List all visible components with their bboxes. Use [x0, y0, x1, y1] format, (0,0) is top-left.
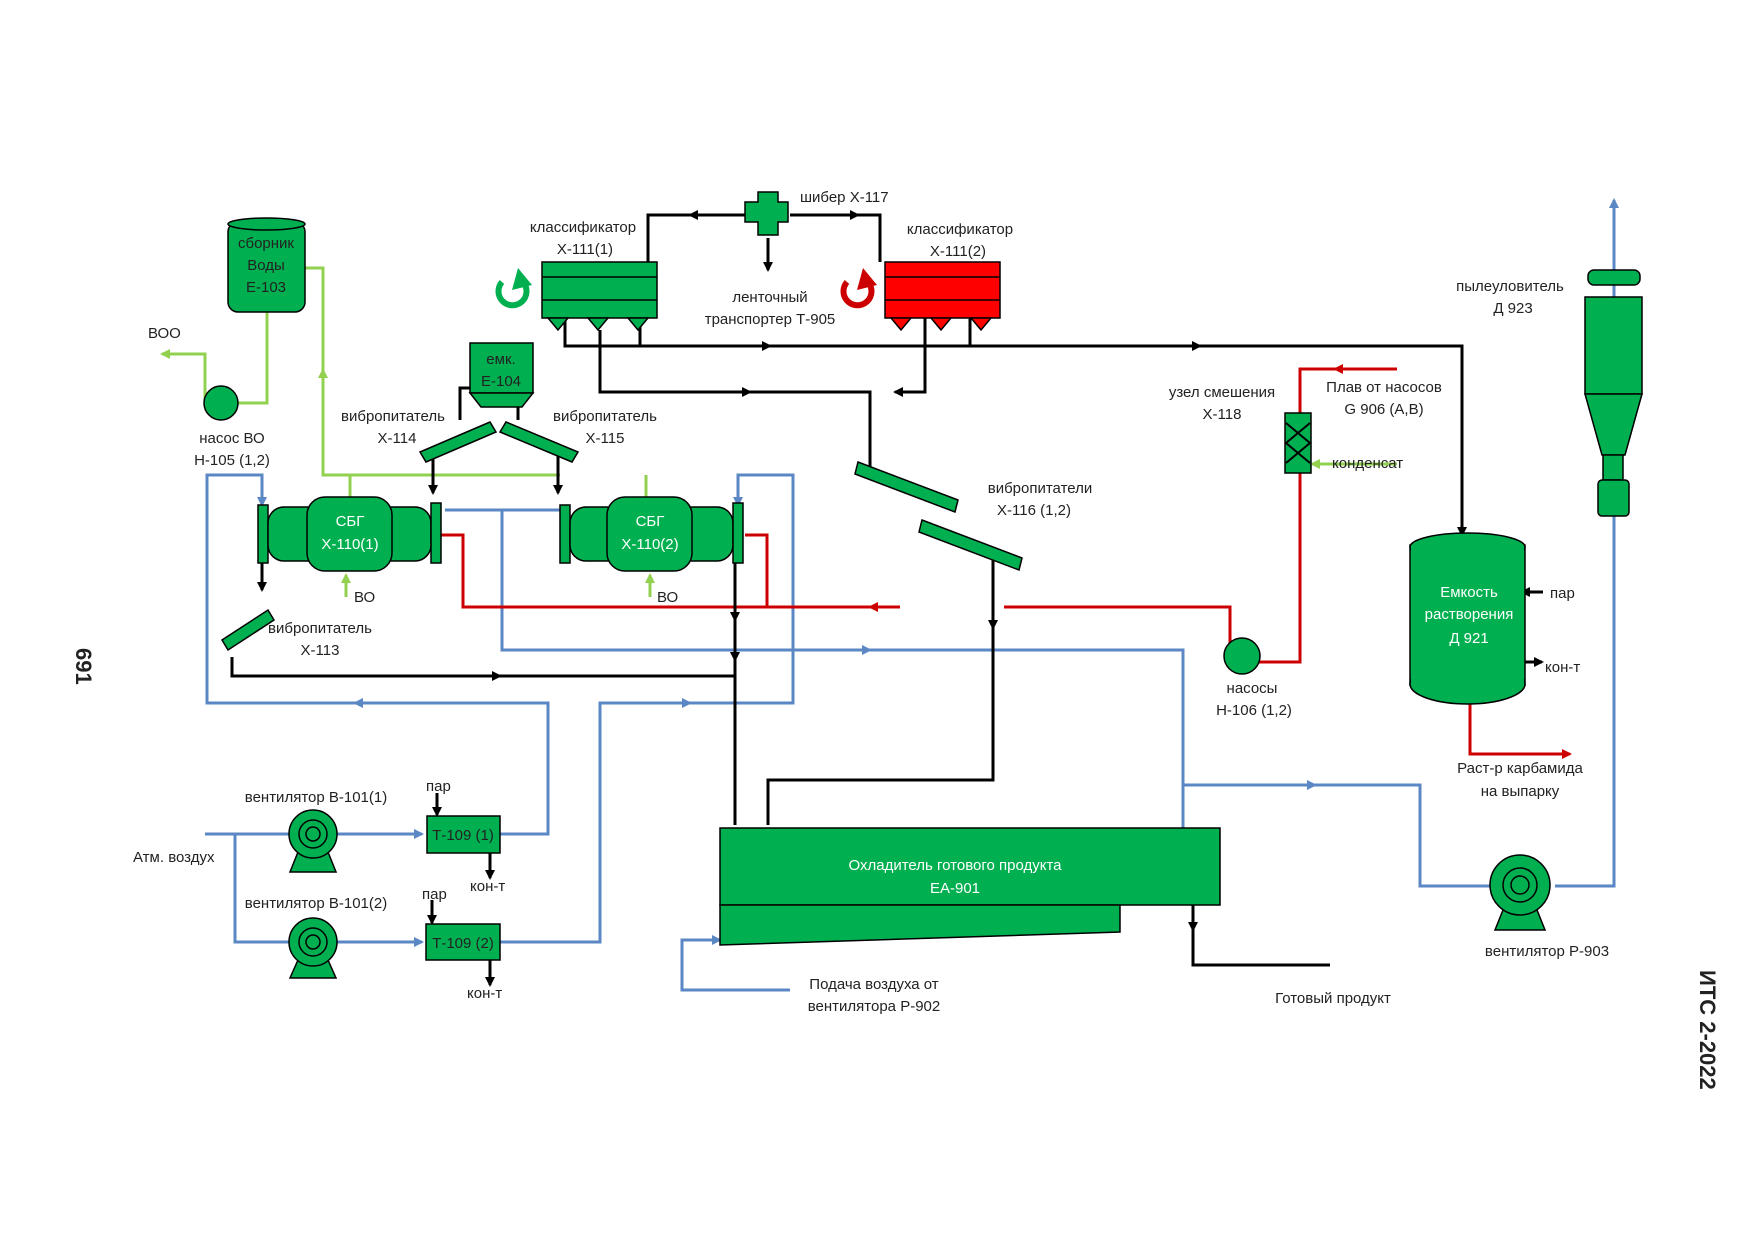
heater-2-steam: пар	[422, 886, 447, 903]
rotation-arrow-icon	[512, 268, 532, 290]
svg-text:Емкость: Емкость	[1440, 584, 1498, 601]
mixing-node-tag: Х-118	[1203, 406, 1242, 423]
svg-text:емк.: емк.	[486, 351, 515, 368]
svg-text:Т-109 (1): Т-109 (1)	[432, 827, 494, 844]
feeder-x114-tag: Х-114	[378, 430, 417, 447]
d921-steam: пар	[1550, 585, 1575, 602]
pumps-h106-tag: Н-106 (1,2)	[1216, 702, 1292, 719]
fan-b101-1	[288, 809, 338, 873]
pumps-h106-name: насосы	[1227, 680, 1278, 697]
conveyor-name: ленточный	[732, 289, 807, 306]
svg-text:СБГ: СБГ	[636, 513, 665, 530]
pump-h105-tag: Н-105 (1,2)	[194, 452, 270, 469]
collector-e103-tag: Е-103	[246, 279, 286, 296]
feeder-x114	[418, 421, 498, 463]
air-from-fan-tag: вентилятора Р-902	[808, 998, 940, 1015]
melt-from-pumps: Плав от насосов	[1326, 379, 1442, 396]
gate-x117	[744, 191, 789, 236]
svg-text:Х-110(1): Х-110(1)	[321, 536, 378, 553]
label-voo: ВОО	[148, 325, 181, 342]
pump-h105	[203, 385, 239, 421]
classifier-x111-2	[884, 261, 1001, 332]
feeder-x113	[220, 608, 276, 652]
feeder-x113-tag: Х-113	[301, 642, 340, 659]
page-number: 691	[71, 648, 96, 685]
dust-collector-tag: Д 923	[1493, 300, 1532, 317]
classifier-1-name: классификатор	[530, 219, 636, 236]
d921-condensate: кон-т	[1545, 659, 1580, 676]
feeder-x115-tag: Х-115	[586, 430, 625, 447]
rotation-icon	[495, 280, 530, 309]
feeder-x113-name: вибропитатель	[268, 620, 372, 637]
feeder-x114-name: вибропитатель	[341, 408, 445, 425]
heater-1-steam: пар	[426, 778, 451, 795]
rotation-arrow-icon	[857, 268, 877, 290]
conveyor-tag: транспортер Т-905	[705, 311, 836, 328]
mixing-node-x118	[1284, 412, 1312, 474]
fan-b101-1-label: вентилятор В-101(1)	[245, 789, 387, 806]
classifier-x111-1	[541, 261, 658, 332]
pump-h105-name: насос ВО	[199, 430, 264, 447]
collector-e103-name: сборник	[238, 235, 294, 252]
sbg-x110-2: СБГ Х-110(2)	[559, 496, 744, 572]
melt-from-pumps-tag: G 906 (A,B)	[1344, 401, 1423, 418]
feeder-x116-a	[854, 460, 959, 514]
svg-text:Т-109 (2): Т-109 (2)	[432, 935, 494, 952]
svg-text:растворения: растворения	[1425, 606, 1514, 623]
pump-h106	[1223, 637, 1261, 675]
collector-e103: сборник Воды Е-103	[227, 217, 306, 313]
classifier-2-tag: Х-111(2)	[930, 243, 986, 260]
svg-text:Охладитель готового продукта: Охладитель готового продукта	[848, 857, 1062, 874]
classifier-1-tag: Х-111(1)	[557, 241, 613, 258]
feeder-x116-b	[918, 518, 1023, 572]
fan-b101-2-label: вентилятор В-101(2)	[245, 895, 387, 912]
sbg-x110-1: СБГ Х-110(1)	[257, 496, 442, 572]
svg-text:Х-110(2): Х-110(2)	[621, 536, 678, 553]
feeder-x116-name: вибропитатели	[988, 480, 1093, 497]
condensate-label: конденсат	[1332, 455, 1403, 472]
heater-2-cond: кон-т	[467, 985, 502, 1002]
rotation-icon	[840, 280, 875, 309]
feeder-x115-name: вибропитатель	[553, 408, 657, 425]
fan-p903-label: вентилятор Р-903	[1485, 943, 1609, 960]
feeder-x115	[498, 421, 580, 463]
dissolution-tank-d921: Емкость растворения Д 921	[1409, 532, 1526, 705]
tank-e104: емк. Е-104	[468, 342, 535, 408]
svg-text:Е-104: Е-104	[481, 373, 521, 390]
heater-t109-2: Т-109 (2)	[425, 923, 501, 961]
svg-text:Д 921: Д 921	[1449, 630, 1488, 647]
heater-1-cond: кон-т	[470, 878, 505, 895]
feeder-x116-tag: Х-116 (1,2)	[997, 502, 1071, 519]
dust-collector-name: пылеуловитель	[1456, 278, 1564, 295]
svg-text:ЕА-901: ЕА-901	[930, 880, 980, 897]
document-code: ИТС 2-2022	[1695, 970, 1720, 1090]
dust-collector-d923	[1584, 269, 1643, 517]
heater-t109-1: Т-109 (1)	[426, 815, 501, 854]
urea-solution-dest: на выпарку	[1481, 783, 1560, 800]
atm-air-label: Атм. воздух	[133, 849, 215, 866]
fan-b101-2	[288, 917, 338, 979]
collector-e103-sub: Воды	[247, 257, 285, 274]
vo-2-label: ВО	[657, 589, 678, 606]
urea-solution: Раст-р карбамида	[1457, 760, 1583, 777]
finished-product-label: Готовый продукт	[1275, 990, 1391, 1007]
air-from-fan: Подача воздуха от	[809, 976, 939, 993]
gate-x117-label: шибер Х-117	[800, 189, 889, 206]
mixing-node-name: узел смешения	[1169, 384, 1275, 401]
classifier-2-name: классификатор	[907, 221, 1013, 238]
svg-text:СБГ: СБГ	[336, 513, 365, 530]
fan-p903	[1489, 854, 1551, 931]
vo-1-label: ВО	[354, 589, 375, 606]
product-lines	[230, 210, 1544, 987]
cooler-ea901: Охладитель готового продукта ЕА-901	[719, 827, 1221, 946]
